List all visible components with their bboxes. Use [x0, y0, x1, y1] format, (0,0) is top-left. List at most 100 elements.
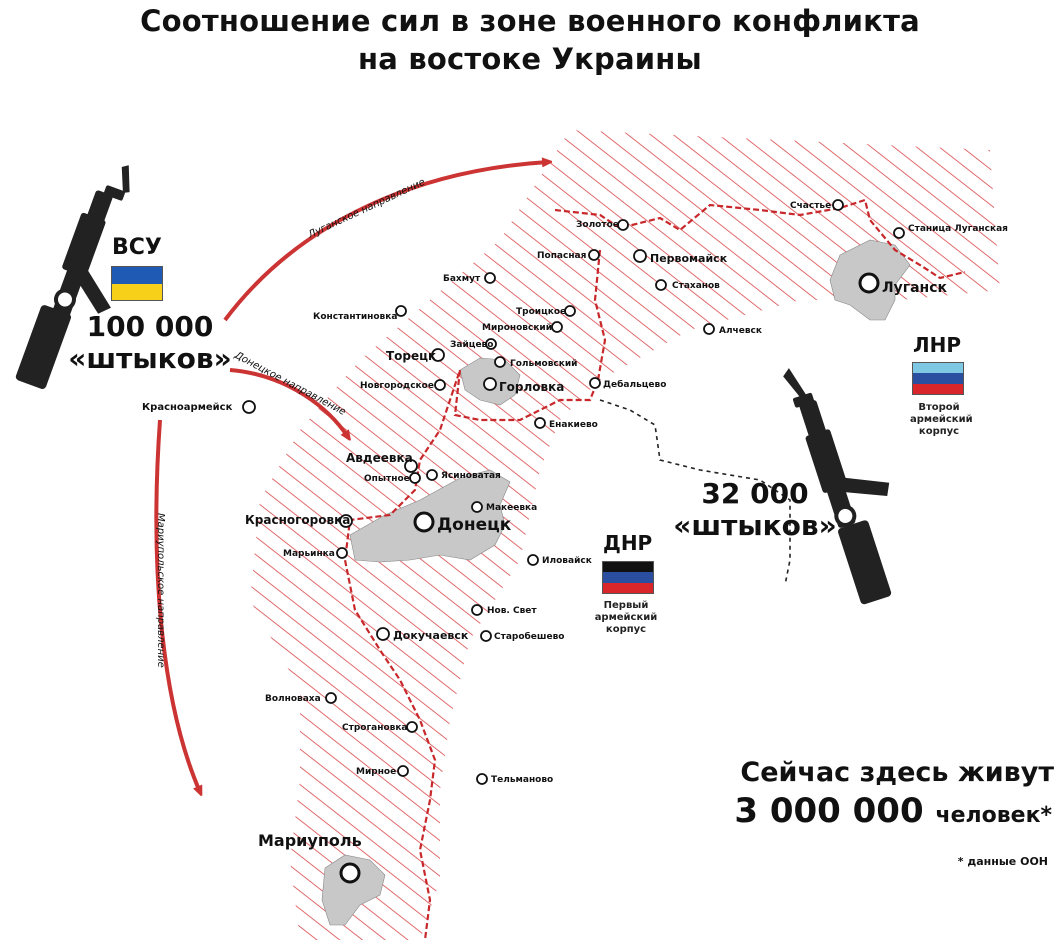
lnr-label: ЛНР: [913, 333, 962, 357]
city-marker-icon: [589, 377, 601, 389]
city-label: Красноармейск: [142, 402, 233, 413]
city-marker-icon: [633, 249, 647, 263]
city-label: Золотое: [576, 220, 619, 230]
lugansk-direction-arrow: [223, 162, 548, 322]
city-label: Новгородское: [360, 381, 434, 391]
city-marker-icon: [476, 773, 488, 785]
city-marker-icon: [527, 554, 539, 566]
city-label: Тельманово: [491, 775, 553, 785]
city-marker-icon: [893, 227, 905, 239]
city-label: Троицкое: [516, 307, 566, 317]
city-label: Мироновский: [482, 323, 552, 333]
page-subtitle: на востоке Украины: [358, 42, 702, 76]
rifle-icon: [15, 165, 130, 389]
city-label: Первомайск: [650, 252, 728, 265]
city-marker-icon: [397, 765, 409, 777]
city-marker-icon: [426, 469, 438, 481]
city-marker-icon: [588, 249, 600, 261]
city-label: Мариуполь: [258, 831, 362, 850]
city-marker-icon: [395, 305, 407, 317]
city-marker-icon: [336, 547, 348, 559]
city-label: Макеевка: [486, 503, 537, 513]
city-marker-icon: [551, 321, 563, 333]
city-marker-icon: [480, 630, 492, 642]
city-marker-icon: [483, 377, 497, 391]
population-unit: человек*: [935, 803, 1052, 828]
city-label: Зайцево: [450, 340, 493, 350]
city-marker-icon: [471, 604, 483, 616]
mariupol-direction-arrow: [154, 419, 200, 792]
city-label: Счастье: [790, 201, 831, 211]
separatists-count: 32 000: [701, 477, 809, 510]
city-label: Алчевск: [719, 326, 762, 336]
rifle-icon: [783, 368, 892, 605]
ukraine-flag: [111, 266, 163, 301]
city-label: Донецк: [437, 515, 512, 535]
donetsk-direction-arrow: [229, 368, 348, 437]
dnr-flag: [602, 561, 654, 594]
city-marker-icon: [339, 514, 353, 528]
city-labels: Счастье Станица Луганская Золотое Попасн…: [142, 201, 1008, 850]
cities: [242, 199, 905, 884]
city-label: Нов. Свет: [487, 606, 537, 616]
direction-arrows: [154, 162, 548, 792]
city-label: Станица Луганская: [908, 224, 1008, 234]
city-marker-icon: [404, 459, 418, 473]
city-marker-icon: [564, 305, 576, 317]
city-marker-icon: [494, 356, 506, 368]
city-marker-icon: [655, 279, 667, 291]
city-label: Гольмовский: [510, 359, 578, 369]
mariupol-direction-label: Мариупольское направление: [155, 513, 166, 668]
city-marker-icon: [832, 199, 844, 211]
city-label: Енакиево: [549, 420, 598, 430]
city-marker-icon: [406, 721, 418, 733]
city-label: Стаханов: [672, 281, 720, 291]
population-line: Сейчас здесь живут: [740, 757, 1054, 788]
dnr-label: ДНР: [603, 531, 653, 555]
city-marker-icon: [325, 692, 337, 704]
footnote: * данные ООН: [957, 855, 1048, 868]
mariupol-area: [321, 854, 386, 926]
lnr-flag: [912, 362, 964, 395]
city-marker-icon: [485, 338, 497, 350]
city-label: Иловайск: [542, 556, 592, 566]
city-marker-icon: [471, 501, 483, 513]
city-marker-icon: [434, 379, 446, 391]
city-label: Авдеевка: [346, 451, 413, 465]
dnr-corps: Первый армейский корпус: [594, 600, 658, 635]
population-number: 3 000 000 человек*: [734, 791, 1052, 831]
city-label: Попасная: [537, 251, 587, 261]
city-label: Старобешево: [494, 631, 564, 642]
city-label: Марьинка: [283, 549, 335, 559]
city-marker-icon: [617, 219, 629, 231]
city-label: Бахмут: [443, 274, 481, 284]
separatists-unit: «штыков»: [673, 509, 837, 542]
lnr-corps: Второй армейский корпус: [910, 402, 973, 437]
city-label: Строгановка: [342, 723, 408, 733]
page-title: Соотношение сил в зоне военного конфликт…: [140, 4, 920, 38]
city-marker-icon: [858, 272, 880, 294]
city-marker-icon: [413, 511, 435, 533]
city-marker-icon: [376, 627, 390, 641]
ukraine-count: 100 000: [86, 310, 214, 343]
city-label: Опытное: [364, 474, 410, 484]
city-marker-icon: [409, 472, 421, 484]
city-label: Волноваха: [265, 694, 321, 704]
city-label: Ясиноватая: [441, 471, 501, 481]
city-marker-icon: [339, 862, 361, 884]
city-marker-icon: [431, 348, 445, 362]
city-label: Луганск: [882, 280, 947, 296]
conflict-zone: [250, 130, 1000, 940]
city-marker-icon: [703, 323, 715, 335]
city-label: Докучаевск: [393, 629, 469, 642]
city-label: Константиновка: [313, 312, 397, 322]
city-label: Дебальцево: [603, 379, 666, 390]
city-marker-icon: [534, 417, 546, 429]
population-value: 3 000 000: [734, 791, 924, 831]
ukraine-unit: «штыков»: [68, 342, 232, 375]
city-label: Красногоровка: [245, 513, 350, 527]
city-marker-icon: [484, 272, 496, 284]
city-marker-icon: [242, 400, 256, 414]
city-label: Горловка: [499, 380, 564, 394]
